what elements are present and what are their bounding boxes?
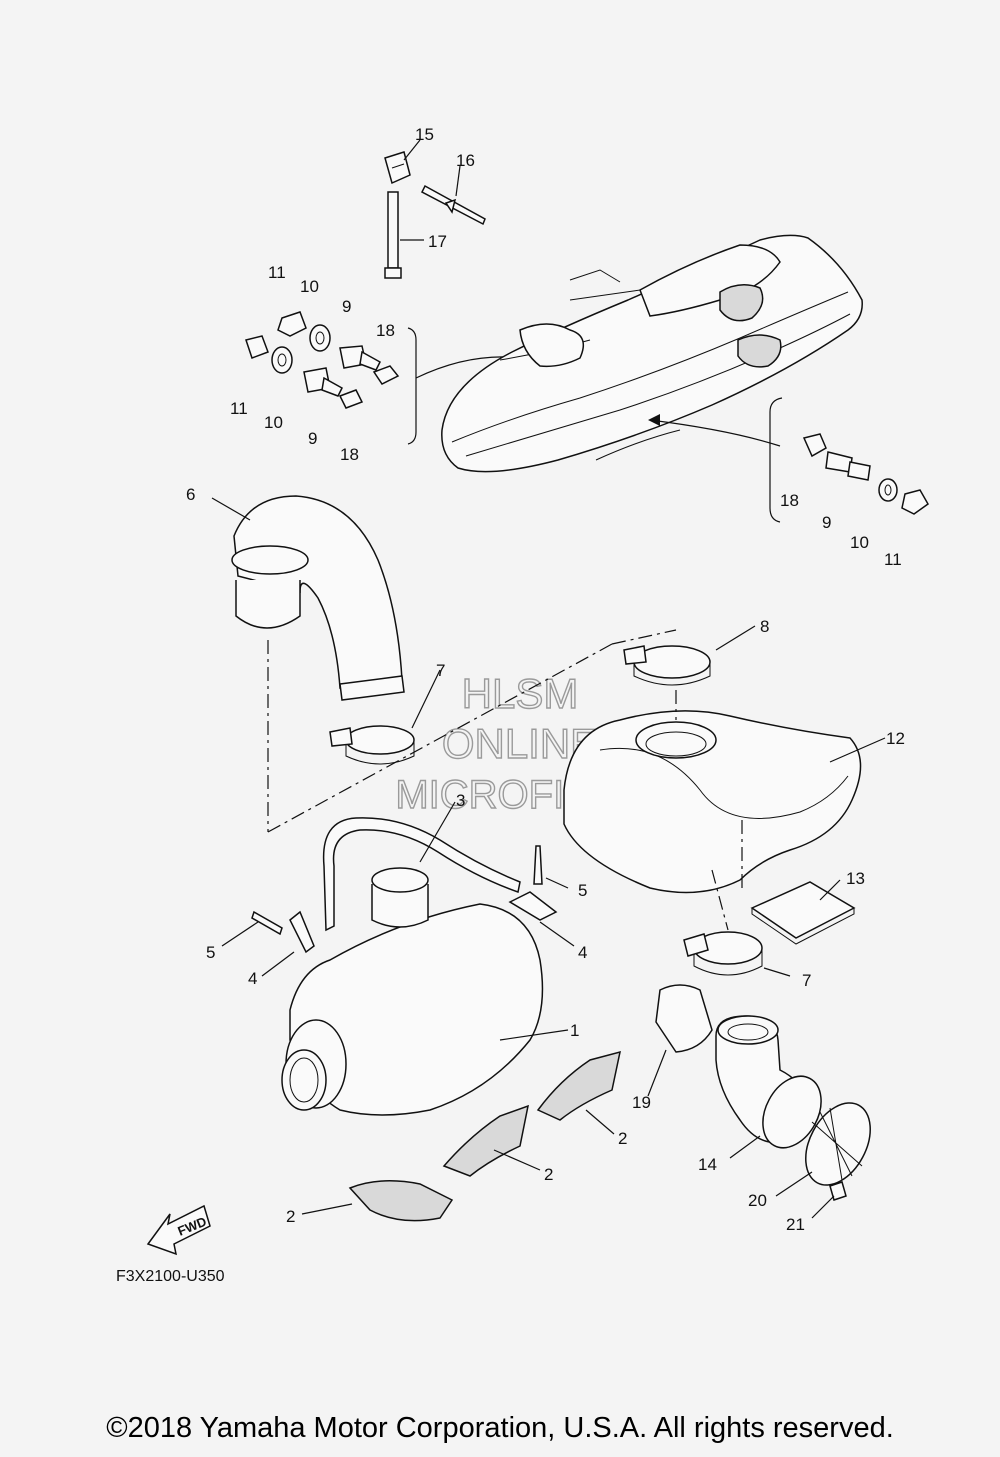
watercraft-outline <box>441 234 863 523</box>
watermark-line-1: HLSM <box>462 670 579 717</box>
callout-1: 1 <box>570 1021 579 1040</box>
callout-16: 16 <box>456 151 475 170</box>
callout-11b: 11 <box>230 399 248 418</box>
callout-10c: 10 <box>850 533 869 552</box>
callout-17: 17 <box>428 232 447 251</box>
elbow-pipe <box>231 495 405 832</box>
callout-5b: 5 <box>206 943 215 962</box>
copyright-notice: ©2018 Yamaha Motor Corporation, U.S.A. A… <box>106 1412 894 1444</box>
callout-18b: 18 <box>340 445 359 464</box>
callout-14: 14 <box>698 1155 717 1174</box>
callout-19: 19 <box>632 1093 651 1112</box>
callout-10a: 10 <box>300 277 319 296</box>
diagram-code: F3X2100-U350 <box>116 1268 225 1285</box>
fastener-group-left <box>245 311 523 445</box>
part-number-labels: 15 16 17 11 10 9 18 11 10 9 18 6 18 9 10… <box>186 125 905 1234</box>
fastener-group-right <box>802 433 929 515</box>
callout-21: 21 <box>786 1215 805 1234</box>
callout-7b: 7 <box>802 971 811 990</box>
callout-13: 13 <box>846 869 865 888</box>
callout-12: 12 <box>886 729 905 748</box>
callout-9c: 9 <box>822 513 831 532</box>
silencer-body <box>267 629 677 1116</box>
cable-tie-group <box>384 151 486 279</box>
callout-7a: 7 <box>436 661 445 680</box>
forward-arrow: FWD <box>146 1204 211 1256</box>
callout-6: 6 <box>186 485 195 504</box>
heat-shields <box>348 1050 621 1222</box>
hose-clamps <box>329 645 763 976</box>
callout-4b: 4 <box>248 969 257 988</box>
callout-20: 20 <box>748 1191 767 1210</box>
callout-11c: 11 <box>884 550 902 569</box>
leader-lines <box>211 139 886 1219</box>
strap-group <box>251 817 558 954</box>
callout-8: 8 <box>760 617 769 636</box>
callout-2c: 2 <box>286 1207 295 1226</box>
callout-5a: 5 <box>578 881 587 900</box>
callout-10b: 10 <box>264 413 283 432</box>
callout-18a: 18 <box>376 321 395 340</box>
callout-11a: 11 <box>268 263 286 282</box>
callout-3: 3 <box>456 791 465 810</box>
callout-15: 15 <box>415 125 434 144</box>
callout-9b: 9 <box>308 429 317 448</box>
callout-2a: 2 <box>618 1129 627 1148</box>
filter-pad <box>750 881 856 945</box>
callout-18c: 18 <box>780 491 799 510</box>
callout-4a: 4 <box>578 943 587 962</box>
callout-9a: 9 <box>342 297 351 316</box>
callout-2b: 2 <box>544 1165 553 1184</box>
air-box <box>563 690 862 931</box>
intake-duct <box>655 984 871 1201</box>
